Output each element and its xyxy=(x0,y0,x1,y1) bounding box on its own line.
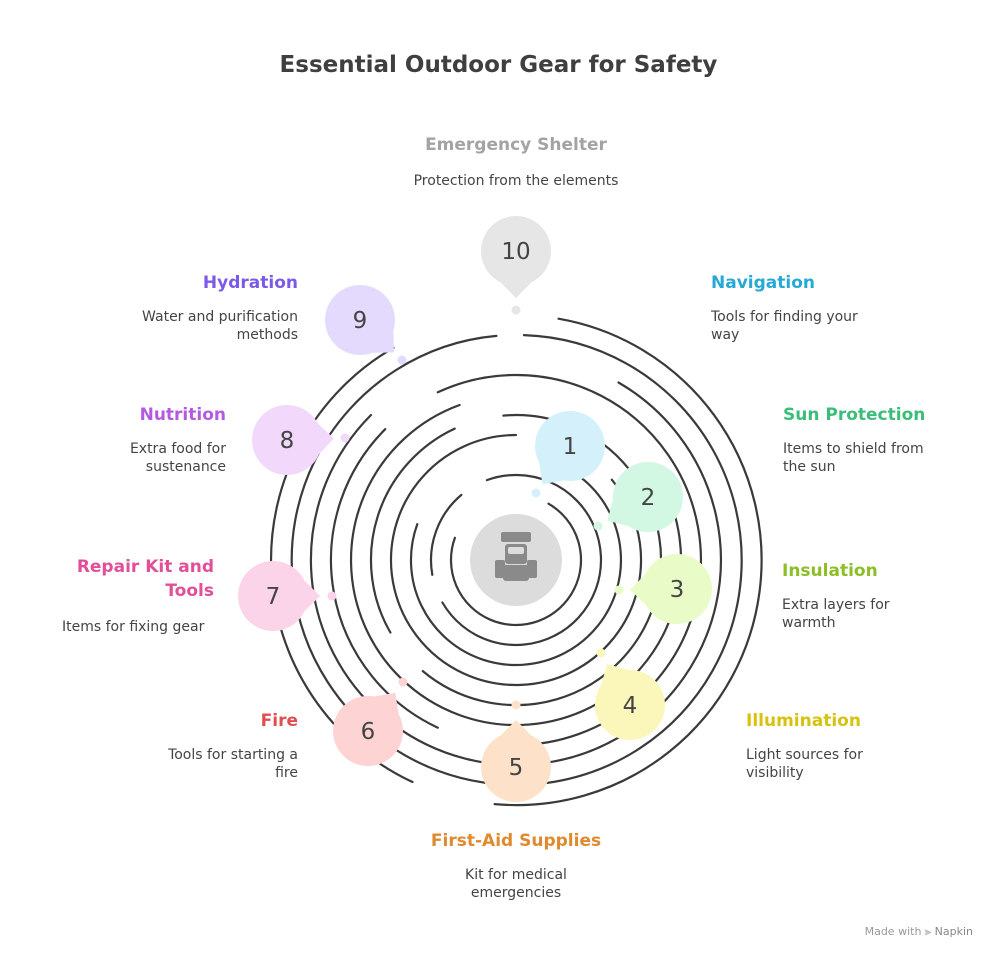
label-sun-protection: Sun Protection xyxy=(783,405,926,425)
bubble-number: 1 xyxy=(563,434,578,460)
ring-dot xyxy=(614,585,624,595)
ring-dot xyxy=(340,433,350,443)
bubble-number: 10 xyxy=(501,239,530,265)
ring-dot xyxy=(593,521,603,531)
ring-dot xyxy=(596,648,606,658)
bubble-number: 5 xyxy=(509,755,524,781)
label-repair-kit: Repair Kit and Tools xyxy=(76,557,214,601)
item-marker-9: 9 xyxy=(325,285,407,365)
ring-arc xyxy=(329,428,439,729)
bubble-pointer xyxy=(304,580,320,612)
napkin-brand: Napkin xyxy=(934,925,973,938)
made-with-text: Made with xyxy=(864,925,922,938)
label-hydration: Hydration xyxy=(202,273,298,293)
bubble-circle xyxy=(642,554,712,624)
desc-sun-protection: Items to shield from the sun xyxy=(783,441,924,475)
bubble-number: 8 xyxy=(280,428,295,454)
desc-navigation: Tools for finding your way xyxy=(711,309,858,343)
item-marker-7: 7 xyxy=(238,561,337,631)
desc-repair-kit: Items for fixing gear xyxy=(62,619,205,635)
napkin-logo-icon: ⫸ xyxy=(924,925,932,938)
item-marker-1: 1 xyxy=(531,411,605,498)
bubble-circle xyxy=(481,732,551,802)
ring-dot xyxy=(397,355,407,365)
bubble-pointer xyxy=(630,574,646,605)
ring-dot xyxy=(511,700,521,710)
bubble-number: 9 xyxy=(353,308,368,334)
label-nutrition: Nutrition xyxy=(139,405,226,425)
bubble-circle xyxy=(481,216,551,286)
ring-dot xyxy=(531,488,541,498)
made-with-napkin: Made with ⫸ Napkin xyxy=(865,925,973,939)
ring-dot xyxy=(327,591,337,601)
bubble-number: 6 xyxy=(361,719,376,745)
bubble-number: 7 xyxy=(266,584,281,610)
desc-hydration: Water and purification methods xyxy=(142,309,298,343)
ring-dot xyxy=(511,305,521,315)
item-marker-3: 3 xyxy=(614,554,712,624)
label-insulation: Insulation xyxy=(782,561,878,581)
ring-arc xyxy=(409,457,623,667)
item-marker-4: 4 xyxy=(595,648,665,740)
bubble-number: 2 xyxy=(641,485,656,511)
backpack-icon xyxy=(495,532,537,581)
bubble-circle xyxy=(238,561,308,631)
bubble-pointer xyxy=(317,423,334,455)
item-markers: 1 2 3 4 5 6 7 8 9 10 xyxy=(238,216,712,802)
ring-arc xyxy=(429,493,463,576)
ring-arc xyxy=(389,433,643,687)
bubble-circle xyxy=(252,405,322,475)
desc-insulation: Extra layers for warmth xyxy=(782,597,890,631)
label-fire: Fire xyxy=(260,711,298,731)
ring-dot xyxy=(398,677,408,687)
bubble-circle xyxy=(325,285,395,355)
ring-arc xyxy=(369,427,456,634)
item-marker-2: 2 xyxy=(593,462,683,532)
bubble-pointer xyxy=(500,282,532,298)
bubble-number: 4 xyxy=(623,693,638,719)
ring-arc xyxy=(493,317,763,807)
bubble-number: 3 xyxy=(670,577,685,603)
label-emergency-shelter: Emergency Shelter xyxy=(425,135,607,155)
bubble-circle xyxy=(535,411,605,481)
desc-emergency-shelter: Protection from the elements xyxy=(413,173,619,189)
label-navigation: Navigation xyxy=(711,273,815,293)
bubble-circle xyxy=(333,696,403,766)
item-marker-6: 6 xyxy=(333,677,408,766)
desc-first-aid: Kit for medical emergencies xyxy=(465,867,567,901)
label-illumination: Illumination xyxy=(746,711,861,731)
desc-fire: Tools for starting a fire xyxy=(168,747,298,781)
item-marker-10: 10 xyxy=(481,216,551,315)
bubble-pointer xyxy=(500,720,532,736)
diagram-title: Essential Outdoor Gear for Safety xyxy=(279,52,718,78)
bubble-circle xyxy=(613,462,683,532)
item-marker-8: 8 xyxy=(252,405,350,475)
bubble-circle xyxy=(595,670,665,740)
desc-nutrition: Extra food for sustenance xyxy=(129,441,226,475)
label-first-aid: First-Aid Supplies xyxy=(430,831,602,851)
center-hub xyxy=(470,514,562,606)
ring-arc xyxy=(449,502,583,627)
desc-illumination: Light sources for visibility xyxy=(746,747,863,781)
item-marker-5: 5 xyxy=(481,700,551,802)
